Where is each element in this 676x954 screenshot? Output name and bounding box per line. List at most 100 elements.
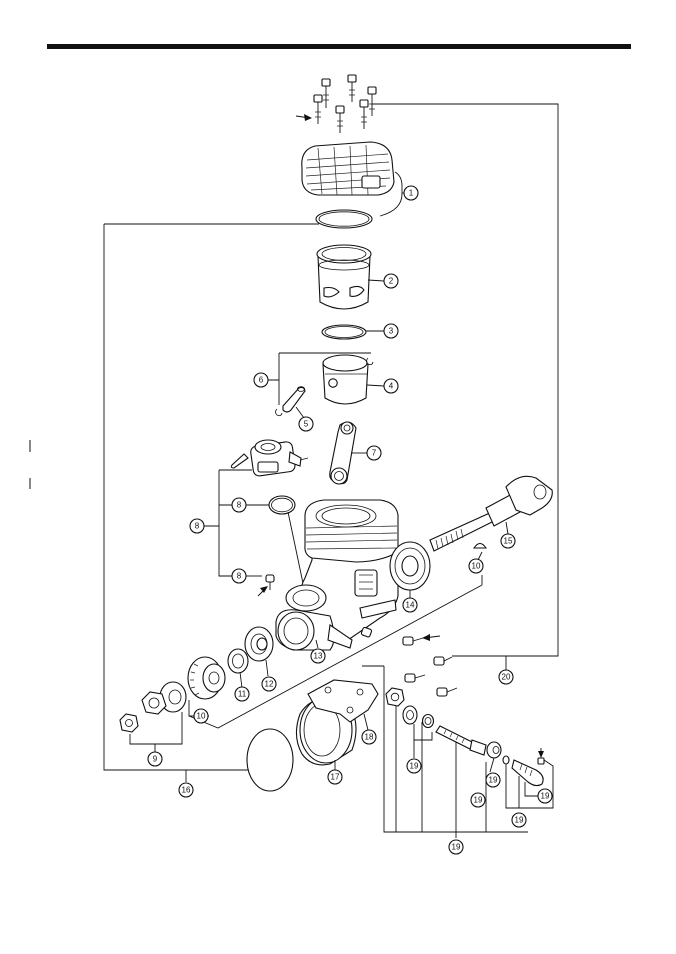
crankcase-plug [360, 626, 373, 638]
muffler-bracket [307, 679, 379, 723]
svg-text:3: 3 [389, 327, 394, 336]
crankshaft [429, 475, 553, 552]
circlip [275, 408, 283, 417]
callout-2: 2 [383, 273, 399, 289]
svg-text:1: 1 [409, 189, 414, 198]
callout-12: 12 [261, 676, 277, 692]
callout-8-top: 8 [231, 497, 247, 513]
callout-3: 3 [383, 323, 399, 339]
svg-text:19: 19 [474, 796, 483, 805]
crankcase [275, 499, 399, 651]
lock-nut [385, 687, 405, 707]
muffler-screws [402, 636, 458, 697]
carb-o-ring [268, 495, 296, 515]
screw-pointer-arrow [295, 114, 312, 121]
screw [436, 687, 458, 697]
svg-text:8: 8 [195, 522, 200, 531]
seal-ring [421, 713, 435, 729]
callout-7: 7 [366, 445, 382, 461]
front-ball-bearing [244, 626, 274, 662]
svg-text:16: 16 [182, 786, 191, 795]
callout-19-oring: 19 [470, 792, 486, 808]
svg-text:4: 4 [389, 382, 394, 391]
carb-screw-arrow [257, 586, 268, 597]
woodruff-key [472, 542, 488, 549]
svg-text:14: 14 [406, 601, 415, 610]
callout-8-bottom: 8 [231, 568, 247, 584]
head-gasket [315, 209, 373, 229]
svg-text:19: 19 [489, 776, 498, 785]
callout-1: 1 [403, 185, 419, 201]
wrist-pin [282, 386, 306, 413]
drive-washer [227, 648, 249, 674]
svg-text:19: 19 [515, 816, 524, 825]
callout-18: 18 [361, 729, 377, 745]
callout-17: 17 [327, 769, 343, 785]
callout-19-fitting: 19 [406, 758, 422, 774]
svg-text:2: 2 [389, 277, 394, 286]
svg-text:10: 10 [472, 562, 481, 571]
svg-text:12: 12 [265, 680, 274, 689]
callout-8-group: 8 [189, 518, 205, 534]
exhaust-gasket [246, 728, 294, 792]
cylinder-head-screws [313, 74, 377, 133]
screw [367, 86, 377, 116]
needle-fitting [486, 741, 502, 759]
callout-19-needle: 19 [537, 788, 553, 804]
callout-13: 13 [310, 648, 326, 664]
svg-text:5: 5 [304, 420, 309, 429]
spinner-nut [119, 713, 139, 733]
svg-text:13: 13 [314, 652, 323, 661]
callout-19-assembly: 19 [511, 812, 527, 828]
callout-20: 20 [498, 669, 514, 685]
prop-nut [141, 691, 167, 715]
carb-mount-screw [265, 574, 275, 590]
screw [404, 673, 426, 683]
screw [347, 74, 357, 102]
svg-text:8: 8 [237, 572, 242, 581]
svg-text:19: 19 [452, 843, 461, 852]
svg-text:7: 7 [372, 449, 377, 458]
screw [321, 78, 331, 108]
carburetor [230, 439, 309, 477]
svg-text:15: 15 [504, 537, 513, 546]
needle-valve-body [435, 725, 487, 756]
callout-19-bottom: 19 [448, 839, 464, 855]
svg-text:8: 8 [237, 501, 242, 510]
callout-15: 15 [500, 533, 516, 549]
screw [433, 656, 453, 666]
svg-text:11: 11 [238, 690, 247, 699]
circlip [366, 357, 374, 366]
callout-6: 6 [253, 372, 269, 388]
svg-text:18: 18 [365, 733, 374, 742]
piston-ring [321, 324, 367, 340]
rear-ball-bearing [389, 541, 431, 591]
screw-pointer-arrow [422, 634, 441, 641]
needle-set-screw [537, 748, 545, 765]
needle-valve [511, 759, 544, 787]
callout-9: 9 [147, 751, 163, 767]
callout-11: 11 [234, 686, 250, 702]
callout-4: 4 [383, 378, 399, 394]
screw [402, 636, 424, 646]
callout-10-hub: 10 [193, 708, 209, 724]
drive-hub [187, 656, 226, 700]
svg-text:19: 19 [410, 762, 419, 771]
callout-14: 14 [402, 597, 418, 613]
needle-o-ring [502, 755, 510, 765]
callout-5: 5 [298, 416, 314, 432]
svg-text:6: 6 [259, 376, 264, 385]
callout-10-key: 10 [468, 558, 484, 574]
connecting-rod [329, 421, 357, 485]
svg-text:20: 20 [502, 673, 511, 682]
muffler [295, 696, 357, 766]
cylinder-head [301, 141, 395, 196]
nipple-washer [402, 705, 418, 725]
callout-16: 16 [178, 782, 194, 798]
header-rule [47, 44, 631, 49]
screw [313, 94, 323, 124]
svg-text:17: 17 [331, 773, 340, 782]
svg-text:19: 19 [541, 792, 550, 801]
screw [359, 99, 369, 129]
